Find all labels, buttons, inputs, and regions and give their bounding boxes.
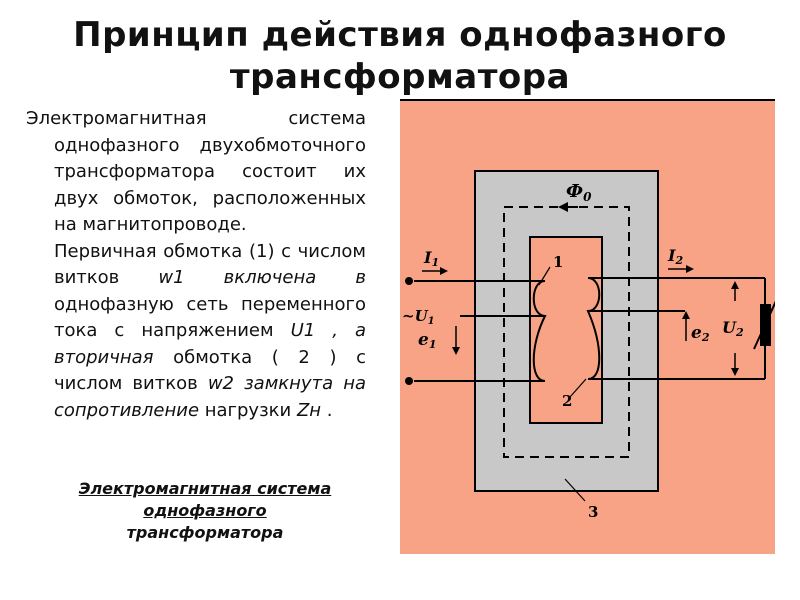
e1-label: e1: [418, 330, 436, 351]
magnetic-core: [474, 170, 659, 492]
text-span: .: [321, 399, 333, 421]
winding-1-number: 1: [553, 253, 563, 271]
terminal-1: [405, 277, 413, 285]
load-arrow: [753, 300, 775, 350]
i2-label: I2: [667, 246, 683, 267]
i1-arrow-head: [440, 267, 448, 275]
text-span-italic: w1 включена в: [158, 267, 367, 288]
text-span-italic: U1 , а вторичная: [54, 320, 366, 368]
figure-caption: Электромагнитная система однофазного тра…: [40, 478, 370, 544]
primary-winding: [414, 280, 547, 382]
paragraph-2: Первичная обмотка (1) с числом витков w1…: [26, 239, 366, 425]
terminal-2: [405, 377, 413, 385]
label-3-leader: [564, 478, 586, 502]
u2-arrow-down-head: [731, 368, 739, 376]
text-span: нагрузки: [199, 399, 297, 421]
label-2-leader: [569, 378, 587, 398]
caption-line-3: трансформатора: [126, 523, 284, 542]
u2-label: U2: [722, 318, 744, 339]
paragraph-1: Электромагнитная система однофазного дву…: [26, 108, 366, 235]
body-text: Электромагнитная система однофазного дву…: [26, 106, 366, 424]
text-span-italic: Zн: [296, 399, 322, 421]
transformer-diagram: Ф0 I1 I2 ~U1 e1 e2 U2: [402, 170, 775, 521]
i1-label: I1: [423, 248, 439, 269]
figure-top-border: [400, 99, 775, 101]
secondary-winding: [586, 277, 765, 380]
text-span: обмотка ( 2 ) с числом витков: [54, 346, 366, 395]
flux-label: Ф0: [566, 181, 592, 204]
i2-arrow-head: [686, 265, 694, 273]
u1-label: ~U1: [402, 307, 435, 327]
text-span-italic: w2 замкнута на сопротивление: [54, 373, 366, 421]
u2-arrow-up-head: [731, 281, 739, 289]
caption-line-2: однофазного: [143, 501, 267, 520]
text-span: однофазную сеть переменного тока с напря…: [54, 293, 366, 342]
e2-label: e2: [691, 323, 710, 344]
slide-title: Принцип действия однофазного трансформат…: [0, 14, 800, 98]
winding-2-number: 2: [562, 392, 572, 410]
label-1-leader: [538, 266, 551, 286]
e2-arrow-head: [682, 311, 690, 319]
e1-arrow-head: [452, 347, 460, 355]
text-span: Первичная обмотка (1) с числом витков: [54, 240, 366, 289]
title-line-1: Принцип действия однофазного: [73, 15, 727, 55]
core-number: 3: [588, 503, 598, 521]
transformer-figure: Ф0 I1 I2 ~U1 e1 e2 U2: [400, 101, 775, 554]
title-line-2: трансформатора: [229, 57, 571, 97]
flux-arrow-head: [558, 202, 568, 212]
caption-line-1: Электромагнитная система: [78, 479, 332, 498]
